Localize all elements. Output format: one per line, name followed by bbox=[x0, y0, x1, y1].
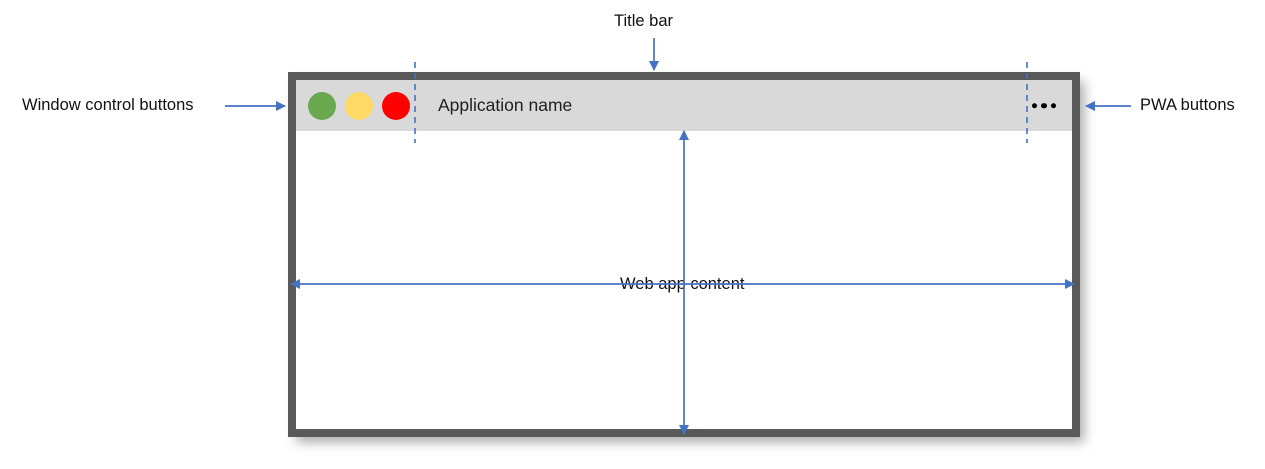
application-window: Application name bbox=[288, 72, 1080, 437]
annotation-label-title-bar: Title bar bbox=[614, 12, 673, 30]
minimize-button[interactable] bbox=[308, 91, 336, 120]
annotation-label-window-control-buttons: Window control buttons bbox=[22, 96, 194, 114]
annotation-label-pwa-buttons: PWA buttons bbox=[1140, 96, 1235, 114]
application-name-label: Application name bbox=[438, 95, 573, 115]
ellipsis-icon-dot-2 bbox=[1041, 102, 1047, 109]
close-button[interactable] bbox=[382, 91, 410, 120]
pwa-menu-button[interactable] bbox=[1031, 102, 1056, 109]
maximize-button[interactable] bbox=[345, 91, 373, 120]
annotation-label-web-app-content: Web app content bbox=[613, 275, 752, 295]
ellipsis-icon-dot-1 bbox=[1031, 102, 1037, 109]
ellipsis-icon-dot-3 bbox=[1050, 102, 1056, 109]
title-bar[interactable]: Application name bbox=[296, 80, 1072, 131]
window-control-buttons bbox=[308, 91, 410, 120]
